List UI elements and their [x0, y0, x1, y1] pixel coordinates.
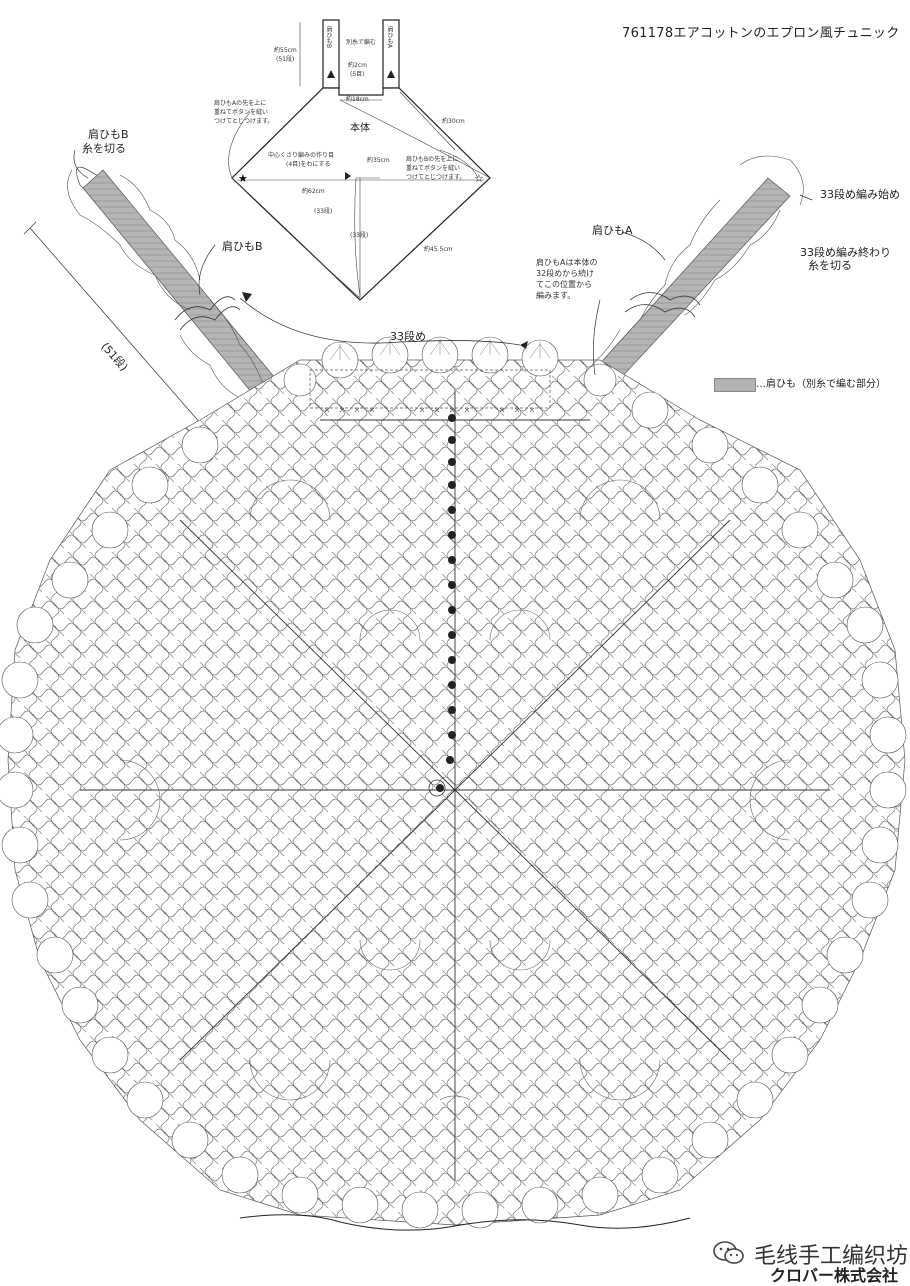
strap-width: 約2cm — [348, 62, 367, 69]
neck-width: 約18cm — [346, 96, 369, 103]
strap-b-label2: 肩ひもB — [222, 240, 263, 253]
strap-a — [584, 155, 813, 396]
strap-width-rows: (5目) — [350, 71, 365, 78]
strap-a-note-4: 編みます。 — [536, 291, 576, 300]
wechat-icon — [712, 1240, 746, 1270]
note-left-1: 肩ひもAの先を上に — [214, 100, 267, 107]
legend-label: …肩ひも（別糸で編む部分） — [756, 379, 886, 390]
legend-swatch — [714, 378, 756, 392]
note-right-2: 重ねてボタンを縫い — [406, 165, 461, 172]
strap-a-note-2: 32段めから続け — [536, 269, 595, 278]
strap-rows: (51段) — [276, 56, 295, 63]
diag-length: 約30cm — [442, 118, 465, 125]
note-left-3: つけてとじつけます。 — [214, 118, 274, 125]
watermark-text: 毛线手工编织坊 — [754, 1244, 909, 1269]
strap-a-note-1: 肩ひもAは本体の — [536, 258, 598, 267]
body-label: 本体 — [350, 123, 370, 134]
svg-text:★: ★ — [238, 172, 248, 185]
outer-length-label: 約45.5cm — [424, 246, 453, 253]
width-label: 約62cm — [302, 188, 325, 195]
center-note-2: (4目)をわにする — [286, 161, 331, 168]
strap-a-end-1: 33段め編み終わり — [800, 246, 891, 259]
strap-b-schematic-label: 肩ひもB — [325, 26, 332, 49]
rows-33b-label: (33段) — [350, 232, 369, 239]
rows-33-label: (33段) — [314, 208, 333, 215]
note-left-2: 重ねてボタンを縫い — [214, 109, 269, 116]
strap-b-cut: 糸を切る — [82, 142, 126, 155]
center-note-1: 中心くさり編みの作り目 — [268, 152, 335, 159]
strap-a-start: 33段め編み始め — [820, 188, 900, 201]
strap-a-label: 肩ひもA — [592, 224, 633, 237]
schematic-outline — [231, 19, 491, 301]
separate-yarn-note: 別糸で編む — [346, 39, 377, 46]
svg-text:☆: ☆ — [474, 172, 484, 185]
page-title: 761178エアコットンのエプロン風チュニック 2-2 — [622, 26, 910, 41]
strap-b-title: 肩ひもB — [88, 128, 129, 141]
row-33-label: 33段め — [390, 330, 426, 343]
brand-logo: クロバー株式会社 — [770, 1266, 899, 1285]
lace-body — [0, 336, 907, 1229]
strap-length: 約55cm — [274, 47, 297, 54]
strap-a-end-2: 糸を切る — [808, 259, 852, 272]
note-right-1: 肩ひもBの先を上に — [406, 156, 459, 163]
strap-a-note-3: てこの位置から — [536, 280, 592, 289]
radius-label: 約35cm — [367, 157, 390, 164]
note-right-3: つけてとじつけます。 — [406, 174, 466, 181]
strap-a-schematic-label: 肩ひもA — [386, 26, 393, 49]
